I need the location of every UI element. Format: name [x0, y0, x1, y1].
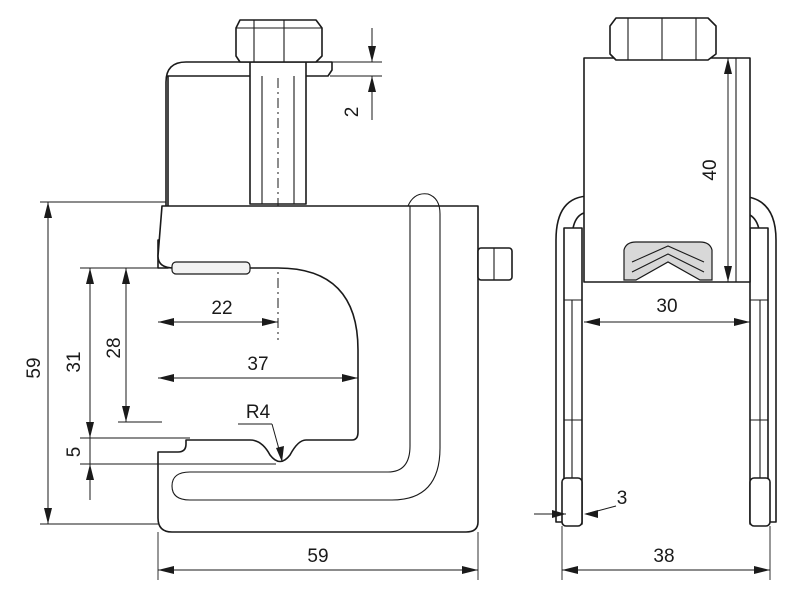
clamp-slot	[171, 193, 441, 501]
dim-opening-height: 31	[64, 351, 85, 372]
dim-inner-width: 30	[656, 296, 677, 317]
front-view: 40 30 3 38	[534, 17, 777, 580]
dim-opening-width: 37	[247, 354, 268, 375]
jaw-plate	[171, 261, 251, 275]
dim-jaw-depth: 22	[211, 298, 232, 319]
front-frame	[555, 195, 777, 523]
dim-groove-depth: 5	[64, 447, 85, 458]
dim-groove-radius: R4	[246, 402, 271, 423]
dim-total-width: 59	[307, 546, 328, 567]
front-pressure-plate	[623, 241, 713, 281]
dim-total-height: 59	[24, 357, 45, 378]
dim-jaw-height: 28	[104, 337, 125, 358]
front-bolt-head	[609, 17, 717, 61]
side-view: 2 59 31 28 5 22 37	[24, 19, 513, 580]
bracket	[157, 61, 333, 269]
clamp-body	[157, 205, 479, 533]
dim-bracket-thickness: 2	[342, 107, 363, 118]
dim-bolt-height: 40	[700, 159, 721, 180]
bolt-head	[235, 19, 323, 63]
dim-wall-thickness: 3	[617, 488, 628, 509]
lock-pin	[477, 247, 513, 281]
dim-side-width: 38	[653, 546, 674, 567]
